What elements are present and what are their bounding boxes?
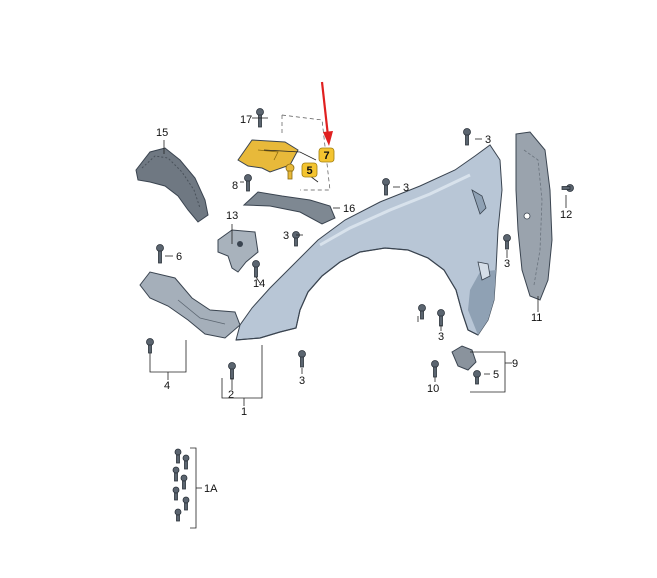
bolt-8 <box>244 174 252 192</box>
part-label-3-top: 3 <box>485 134 491 146</box>
part-label-12: 12 <box>560 209 572 221</box>
leader-lines <box>149 114 567 406</box>
mounting-bracket-part <box>217 229 259 273</box>
bolt-3-top <box>463 128 471 146</box>
bolt-6 <box>156 244 164 264</box>
part-label-15: 15 <box>156 127 168 139</box>
highlight-arrow <box>320 81 333 146</box>
bolt-17 <box>256 108 264 128</box>
wheel-arch-liner-part <box>135 147 209 223</box>
part-label-3-right: 3 <box>504 258 510 270</box>
part-label-13: 13 <box>226 210 238 222</box>
part-label-14: 14 <box>253 278 265 290</box>
bolt-bottom-left <box>146 338 154 354</box>
bolt-left-wall <box>418 304 426 320</box>
part-labels: 17 15 3 8 3 16 12 13 3 6 3 14 11 3 9 3 5… <box>156 114 572 495</box>
bolt-3-right <box>503 234 511 250</box>
bolt-10 <box>431 360 439 378</box>
fasteners <box>146 108 574 385</box>
part-label-11: 11 <box>531 312 542 324</box>
bolt-5-highlight <box>285 163 295 180</box>
part-label-10: 10 <box>427 383 439 395</box>
part-label-1A: 1A <box>204 483 218 495</box>
part-label-3-lower-right: 3 <box>438 331 444 343</box>
badge-7: 7 <box>318 147 335 163</box>
part-label-1: 1 <box>241 406 247 418</box>
bolt-12 <box>561 184 574 192</box>
part-label-3-left: 3 <box>283 230 289 242</box>
part-label-2: 2 <box>228 389 234 401</box>
bolt-2 <box>228 362 236 380</box>
part-label-5-right: 5 <box>493 369 499 381</box>
fender-trim-panel-part <box>515 131 553 301</box>
front-fender-part <box>235 144 503 341</box>
bolt-5-right <box>473 370 481 385</box>
part-label-9: 9 <box>512 358 518 370</box>
part-label-3-mid: 3 <box>403 182 409 194</box>
bolt-14 <box>252 260 260 278</box>
part-label-16: 16 <box>343 203 355 215</box>
small-bracket-part <box>451 345 477 371</box>
part-label-8: 8 <box>232 180 238 192</box>
part-label-3-bottom: 3 <box>299 375 305 387</box>
part-label-5-highlight: 5 <box>306 165 312 177</box>
lower-support-bracket-part <box>139 271 241 339</box>
bolt-3-lower-right <box>437 309 445 327</box>
hardware-kit-part <box>172 447 202 529</box>
badge-5: 5 <box>301 162 318 178</box>
part-label-7: 7 <box>323 150 329 162</box>
part-label-17: 17 <box>240 114 252 126</box>
bolt-3-left <box>292 231 300 247</box>
bolt-3-bottom <box>298 350 306 368</box>
upper-fender-bracket-part <box>242 191 336 225</box>
part-label-6: 6 <box>176 251 182 263</box>
part-label-4: 4 <box>164 380 170 392</box>
bolt-3-mid <box>382 178 390 196</box>
